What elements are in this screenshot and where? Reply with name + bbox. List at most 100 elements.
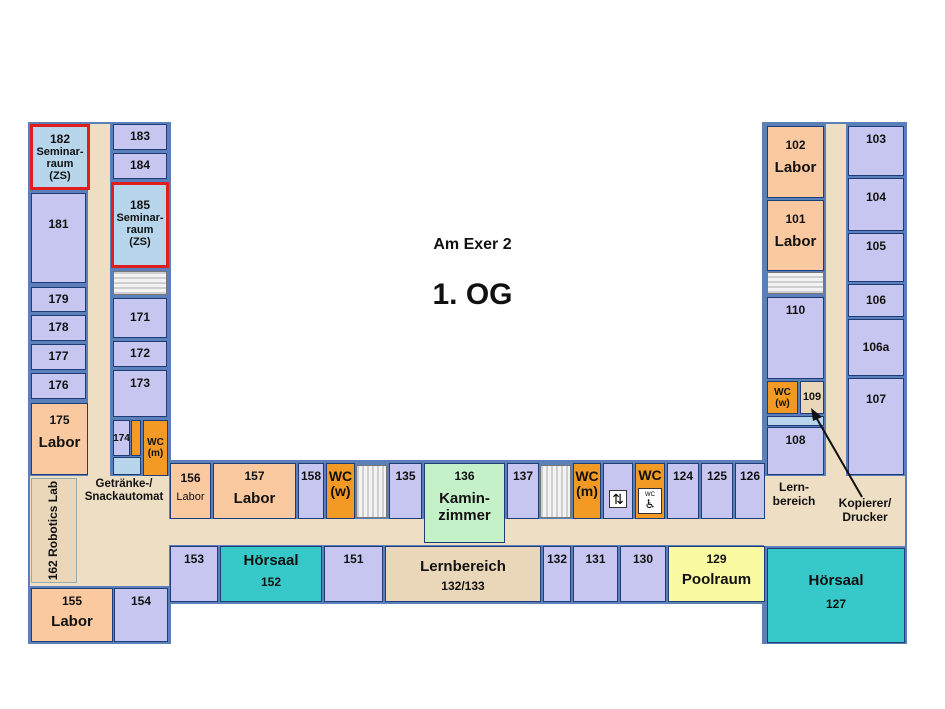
room-107[interactable]: 107 xyxy=(848,378,904,475)
wheelchair-glyph: ♿ xyxy=(644,497,656,511)
room-105[interactable]: 105 xyxy=(848,233,904,282)
room-182[interactable]: 182 Seminar- raum (ZS) xyxy=(30,124,90,190)
room-103[interactable]: 103 xyxy=(848,126,904,176)
room-155[interactable]: 155 Labor xyxy=(31,588,113,642)
room-158[interactable]: 158 xyxy=(298,463,324,519)
room-name: Labor xyxy=(38,434,81,452)
room-number: 126 xyxy=(739,469,761,483)
room-132-133-lernbereich[interactable]: Lernbereich 132/133 xyxy=(385,546,541,602)
room-104[interactable]: 104 xyxy=(848,178,904,231)
room-name: Kamin- zimmer xyxy=(438,490,491,524)
elevator-icon: ⇅ xyxy=(609,490,627,508)
room-number: 158 xyxy=(300,469,322,483)
room-number: 125 xyxy=(706,469,728,483)
room-156[interactable]: 156 Labor xyxy=(170,463,211,519)
room-175[interactable]: 175 Labor xyxy=(31,403,88,475)
room-124[interactable]: 124 xyxy=(667,463,699,519)
room-130[interactable]: 130 xyxy=(620,546,666,602)
room-177[interactable]: 177 xyxy=(31,344,86,370)
room-number: 182 xyxy=(49,132,71,146)
wc-sub-label: WC xyxy=(645,492,655,498)
room-name: Labor xyxy=(774,233,817,251)
room-171[interactable]: 171 xyxy=(113,298,167,338)
room-number: 151 xyxy=(343,552,364,566)
room-number: 172 xyxy=(129,346,151,361)
room-157[interactable]: 157 Labor xyxy=(213,463,296,519)
room-number: 156 xyxy=(180,471,201,485)
wc-label: WC xyxy=(638,467,662,483)
room-name: Labor xyxy=(233,490,276,508)
room-172[interactable]: 172 xyxy=(113,341,167,367)
room-125[interactable]: 125 xyxy=(701,463,733,519)
room-number: 178 xyxy=(48,320,69,335)
room-number: 154 xyxy=(130,594,152,608)
wc-women-center[interactable]: WC (w) xyxy=(326,463,355,519)
wc-label: WC (m) xyxy=(575,468,599,500)
room-number: 135 xyxy=(395,469,416,483)
room-number: 103 xyxy=(865,132,887,146)
wc-men-left[interactable]: WC (m) xyxy=(143,420,168,476)
room-129-poolraum[interactable]: 129 Poolraum xyxy=(668,546,765,602)
room-number: 132/133 xyxy=(441,578,485,593)
room-number: 177 xyxy=(48,349,69,364)
room-106[interactable]: 106 xyxy=(848,284,904,317)
room-number: 152 xyxy=(260,574,282,589)
room-number: 102 xyxy=(785,138,806,152)
building-address: Am Exer 2 xyxy=(433,236,512,253)
room-102[interactable]: 102 Labor xyxy=(767,126,824,198)
room-number: 185 xyxy=(129,198,151,212)
room-174-annex[interactable] xyxy=(113,457,141,475)
room-name: Hörsaal xyxy=(808,572,864,589)
room-name: Poolraum xyxy=(681,571,752,589)
room-181[interactable]: 181 xyxy=(31,193,86,283)
room-153[interactable]: 153 xyxy=(170,546,218,602)
room-number: 173 xyxy=(129,376,151,390)
wc-label: WC (w) xyxy=(328,468,353,500)
room-number: 132 xyxy=(546,552,568,566)
room-179[interactable]: 179 xyxy=(31,287,86,312)
room-number: 101 xyxy=(785,212,806,226)
room-number: 137 xyxy=(512,469,534,483)
room-137[interactable]: 137 xyxy=(507,463,539,519)
wc-women-right[interactable]: WC (w) xyxy=(767,381,798,414)
room-127-hoersaal[interactable]: Hörsaal 127 xyxy=(767,548,905,643)
copier-label: Kopierer/ Drucker xyxy=(838,496,892,524)
stairs-left xyxy=(113,271,167,295)
stairs-center-left xyxy=(356,465,387,518)
room-135[interactable]: 135 xyxy=(389,463,422,519)
room-108-annex[interactable] xyxy=(767,416,824,426)
room-name: Labor xyxy=(176,491,205,504)
room-number: 171 xyxy=(129,310,151,325)
room-185[interactable]: 185 Seminar- raum (ZS) xyxy=(111,182,169,268)
room-number: 176 xyxy=(48,378,69,393)
room-106a[interactable]: 106a xyxy=(848,319,904,376)
room-110[interactable]: 110 xyxy=(767,297,824,379)
elevator[interactable] xyxy=(603,463,633,519)
room-152-hoersaal[interactable]: Hörsaal 152 xyxy=(220,546,322,602)
room-178[interactable]: 178 xyxy=(31,315,86,341)
room-131[interactable]: 131 xyxy=(573,546,618,602)
room-154[interactable]: 154 xyxy=(114,588,168,642)
room-132[interactable]: 132 xyxy=(543,546,571,602)
room-183[interactable]: 183 xyxy=(113,124,167,150)
room-176[interactable]: 176 xyxy=(31,373,86,399)
room-name: Labor xyxy=(51,613,93,631)
room-173[interactable]: 173 xyxy=(113,370,167,417)
room-109[interactable]: 109 xyxy=(800,381,824,414)
wc-men-center[interactable]: WC (m) xyxy=(573,463,601,519)
room-101[interactable]: 101 Labor xyxy=(767,200,824,271)
room-162-robotics-lab[interactable]: 162 Robotics Lab xyxy=(31,478,77,583)
room-184[interactable]: 184 xyxy=(113,153,167,179)
room-number: 174 xyxy=(113,432,130,444)
room-126[interactable]: 126 xyxy=(735,463,765,519)
wheelchair-icon: WC ♿ xyxy=(638,488,662,514)
room-151[interactable]: 151 xyxy=(324,546,383,602)
room-108[interactable]: 108 xyxy=(767,427,824,475)
room-174[interactable]: 174 xyxy=(113,420,130,456)
room-136-kaminzimmer[interactable]: 136 Kamin- zimmer xyxy=(424,463,505,543)
wc-small-left[interactable] xyxy=(131,420,141,456)
stairs-right xyxy=(767,272,824,294)
room-number: 157 xyxy=(244,469,265,483)
wc-label: WC (w) xyxy=(774,386,791,409)
